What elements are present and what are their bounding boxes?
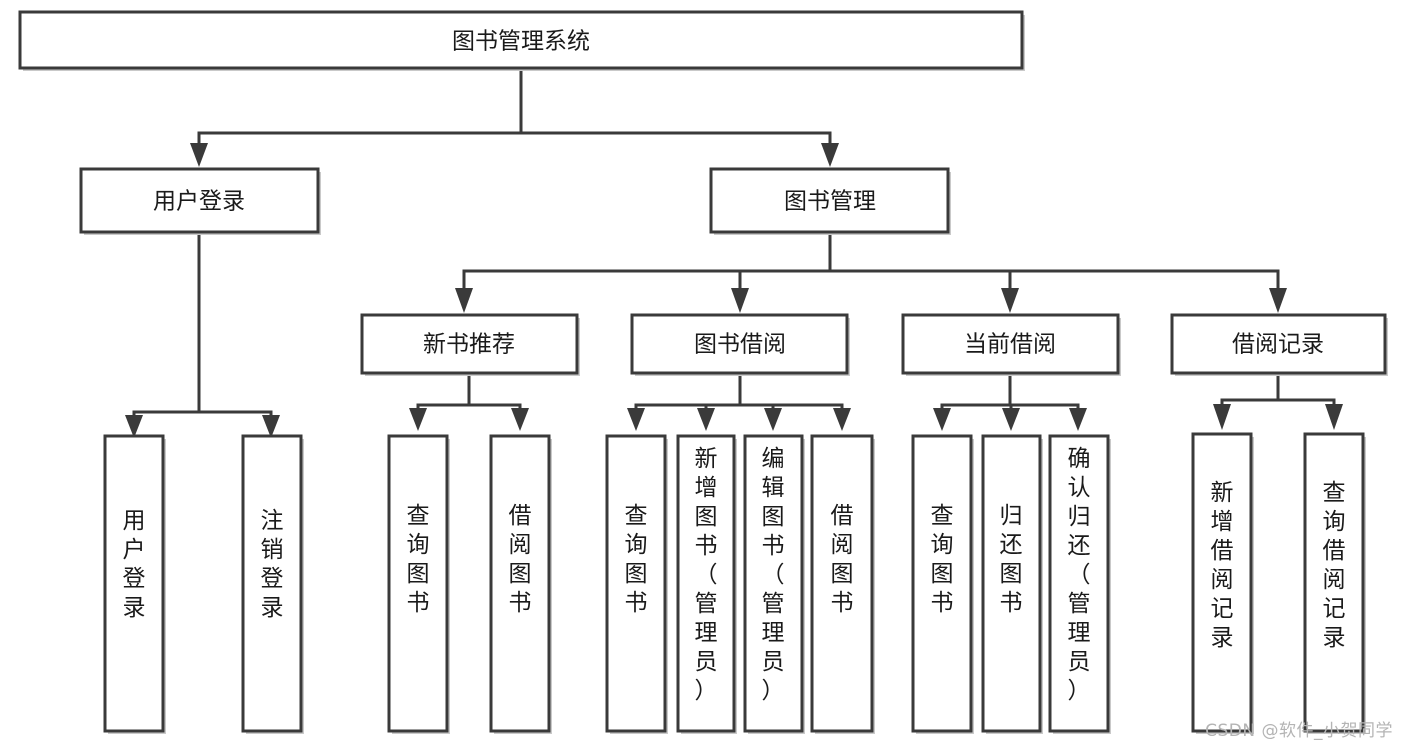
node-leaf-add-book-label: 新增图书（管理员） xyxy=(695,446,718,704)
node-root-label: 图书管理系统 xyxy=(452,29,590,55)
arrow-to-user-login xyxy=(190,143,208,167)
node-leaf-edit-book-label: 编辑图书（管理员） xyxy=(762,446,785,704)
node-borrow-record-label: 借阅记录 xyxy=(1232,332,1324,358)
arrow-to-leaf-user-login xyxy=(125,415,143,438)
arrow-to-book-mgmt xyxy=(821,143,839,167)
node-book-borrow-label: 图书借阅 xyxy=(694,332,786,358)
node-leaf-return-book[interactable]: 归还图书 xyxy=(981,434,1043,734)
connector-group-root xyxy=(190,66,839,167)
connector-group-new-book-rec xyxy=(409,373,529,431)
node-leaf-user-login-box[interactable] xyxy=(103,434,165,733)
arrow-to-current-borrow xyxy=(1001,288,1019,313)
node-leaf-confirm-return-label: 确认归还（管理员） xyxy=(1068,446,1091,704)
arrow-to-leaf-edit-book xyxy=(764,408,782,431)
node-leaf-query-record[interactable]: 查询借阅记录 xyxy=(1303,432,1366,734)
node-borrow-record[interactable]: 借阅记录 xyxy=(1170,313,1388,376)
node-book-mgmt[interactable]: 图书管理 xyxy=(709,167,951,235)
node-book-mgmt-box[interactable] xyxy=(709,167,950,234)
node-leaf-return-book-box[interactable] xyxy=(981,434,1042,733)
node-user-login-box[interactable] xyxy=(79,167,320,234)
node-leaf-add-book[interactable]: 新增图书（管理员） xyxy=(676,434,737,734)
node-leaf-return-book-label: 归还图书 xyxy=(1000,503,1023,616)
node-leaf-borrow-book-2-label: 借阅图书 xyxy=(831,503,854,616)
node-user-login-label: 用户登录 xyxy=(153,189,245,215)
arrow-to-leaf-logout xyxy=(262,415,280,438)
node-leaf-query-book-3[interactable]: 查询图书 xyxy=(911,434,974,734)
node-new-book-rec-label: 新书推荐 xyxy=(423,332,515,358)
node-leaf-borrow-book-1-label: 借阅图书 xyxy=(509,503,532,616)
arrow-to-leaf-borrow-book-2 xyxy=(833,408,851,431)
arrow-to-leaf-query-book-1 xyxy=(409,408,427,431)
node-leaf-logout-box[interactable] xyxy=(241,434,303,733)
node-book-borrow[interactable]: 图书借阅 xyxy=(630,313,850,376)
connector-group-current-borrow xyxy=(933,373,1087,431)
connector-group-book-borrow xyxy=(627,373,851,431)
node-leaf-confirm-return-box[interactable] xyxy=(1048,434,1110,733)
node-root[interactable]: 图书管理系统 xyxy=(18,10,1025,71)
node-leaf-query-book-1-label: 查询图书 xyxy=(407,503,430,616)
node-leaf-add-record-label: 新增借阅记录 xyxy=(1211,480,1234,651)
node-current-borrow-label: 当前借阅 xyxy=(964,332,1056,358)
node-leaf-borrow-book-1[interactable]: 借阅图书 xyxy=(489,434,552,734)
arrow-to-leaf-return-book xyxy=(1002,408,1020,431)
arrow-to-leaf-confirm-return xyxy=(1069,408,1087,431)
node-leaf-logout-label: 注销登录 xyxy=(261,508,284,621)
arrow-to-leaf-query-book-3 xyxy=(933,408,951,431)
node-leaf-user-login[interactable]: 用户登录 xyxy=(103,434,166,734)
node-leaf-query-book-1[interactable]: 查询图书 xyxy=(387,434,450,734)
node-leaf-logout[interactable]: 注销登录 xyxy=(241,434,304,734)
arrow-to-leaf-query-book-2 xyxy=(627,408,645,431)
node-leaf-query-book-1-box[interactable] xyxy=(387,434,449,733)
node-new-book-rec[interactable]: 新书推荐 xyxy=(360,313,580,376)
node-leaf-confirm-return[interactable]: 确认归还（管理员） xyxy=(1048,434,1111,734)
arrow-to-leaf-add-book xyxy=(697,408,715,431)
node-leaf-add-record[interactable]: 新增借阅记录 xyxy=(1191,432,1254,734)
node-leaf-query-book-2-label: 查询图书 xyxy=(625,503,648,616)
connector-group-book-mgmt xyxy=(455,231,1287,313)
node-leaf-query-book-2[interactable]: 查询图书 xyxy=(605,434,668,734)
node-leaf-query-record-label: 查询借阅记录 xyxy=(1323,480,1346,651)
node-new-book-rec-box[interactable] xyxy=(360,313,579,375)
node-leaf-edit-book-box[interactable] xyxy=(743,434,804,733)
node-leaf-user-login-label: 用户登录 xyxy=(123,508,146,621)
connector-group-borrow-record xyxy=(1213,373,1343,430)
node-leaf-query-book-2-box[interactable] xyxy=(605,434,667,733)
node-leaf-query-book-3-box[interactable] xyxy=(911,434,973,733)
arrow-to-borrow-record xyxy=(1269,288,1287,313)
node-book-borrow-box[interactable] xyxy=(630,313,849,375)
node-borrow-record-box[interactable] xyxy=(1170,313,1387,375)
node-root-box[interactable] xyxy=(18,10,1024,70)
arrow-to-book-borrow xyxy=(731,288,749,313)
node-current-borrow[interactable]: 当前借阅 xyxy=(901,313,1121,376)
node-book-mgmt-label: 图书管理 xyxy=(784,189,876,215)
node-current-borrow-box[interactable] xyxy=(901,313,1120,375)
node-leaf-query-book-3-label: 查询图书 xyxy=(931,503,954,616)
node-leaf-add-book-box[interactable] xyxy=(676,434,736,733)
node-leaf-edit-book[interactable]: 编辑图书（管理员） xyxy=(743,434,805,734)
arrow-to-leaf-borrow-book-1 xyxy=(511,408,529,431)
node-leaf-borrow-book-2[interactable]: 借阅图书 xyxy=(810,434,875,734)
arrow-to-leaf-query-record xyxy=(1325,404,1343,430)
node-leaf-add-record-box[interactable] xyxy=(1191,432,1253,733)
node-leaf-borrow-book-1-box[interactable] xyxy=(489,434,551,733)
arrow-to-leaf-add-record xyxy=(1213,404,1231,430)
node-user-login[interactable]: 用户登录 xyxy=(79,167,321,235)
node-leaf-query-record-box[interactable] xyxy=(1303,432,1365,733)
node-leaf-borrow-book-2-box[interactable] xyxy=(810,434,874,733)
connector-group-user-login xyxy=(125,231,280,438)
arrow-to-new-book-rec xyxy=(455,288,473,313)
